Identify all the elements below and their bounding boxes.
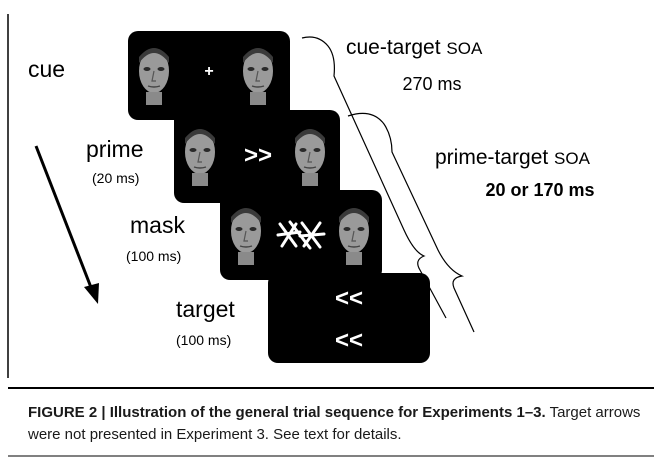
left-face-image	[231, 208, 261, 265]
cue-label: cue	[28, 56, 66, 82]
left-face-image	[139, 48, 169, 105]
right-face-image	[339, 208, 369, 265]
cue-target-soa-suffix: SOA	[446, 39, 483, 58]
mask-duration: (100 ms)	[126, 248, 182, 264]
right-face-image	[295, 129, 325, 186]
target-panel: << <<	[268, 273, 430, 363]
target-arrows-top: <<	[334, 285, 364, 312]
right-face-image	[243, 48, 273, 105]
target-duration: (100 ms)	[176, 332, 232, 348]
cue-target-soa-name: cue-target	[346, 36, 441, 59]
prime-target-soa-value: 20 or 170 ms	[485, 180, 595, 200]
prime-duration: (20 ms)	[92, 170, 140, 186]
time-arrow-head	[84, 283, 99, 304]
prime-target-soa-name: prime-target	[435, 146, 549, 169]
prime-label: prime	[86, 136, 144, 162]
cue-target-soa-value: 270 ms	[402, 74, 462, 94]
mask-label: mask	[130, 212, 185, 238]
mask-pattern	[276, 220, 326, 250]
target-label: target	[176, 296, 235, 322]
figure-caption: FIGURE 2 | Illustration of the general t…	[28, 402, 650, 446]
mask-panel	[220, 190, 382, 280]
cue-panel: +	[128, 31, 290, 120]
left-face-image	[185, 129, 215, 186]
fixation-cross: +	[204, 63, 214, 80]
target-arrows-bottom: <<	[334, 327, 364, 354]
cue-target-soa-title: cue-target SOA	[346, 36, 596, 60]
prime-target-soa-title: prime-target SOA	[435, 146, 660, 170]
figure-caption-label: FIGURE 2 | Illustration of the general t…	[28, 404, 546, 421]
prime-target-soa-suffix: SOA	[554, 149, 590, 168]
prime-arrows: >>	[243, 142, 273, 169]
time-arrow-shaft	[34, 145, 94, 291]
figure-caption-text: Target arrows were not presented in Expe…	[28, 404, 641, 443]
